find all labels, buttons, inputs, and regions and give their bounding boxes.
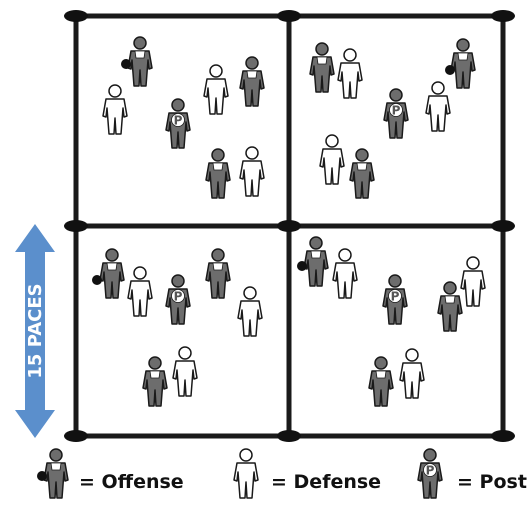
cone-markers <box>64 10 515 442</box>
cone-marker <box>491 430 515 442</box>
defense-player <box>240 147 264 196</box>
defense-player <box>338 49 362 98</box>
ball-icon <box>445 65 455 75</box>
offense-player <box>304 237 328 286</box>
double-arrow-icon <box>15 224 55 438</box>
legend-defense-label: = Defense <box>271 471 381 493</box>
defense-player <box>103 85 127 134</box>
cone-marker <box>277 220 301 232</box>
ball-icon <box>37 471 47 481</box>
defense-player <box>320 135 344 184</box>
offense-player <box>350 149 374 198</box>
legend-offense-label: = Offense <box>79 471 184 493</box>
defense-player <box>400 349 424 398</box>
defense-player <box>426 82 450 131</box>
defense-legend-icon <box>234 449 258 498</box>
cone-marker <box>491 220 515 232</box>
legend-post-label: = Post <box>457 471 527 493</box>
offense-player <box>438 282 462 331</box>
scale-label: 15 PACES <box>25 283 46 378</box>
offense-player <box>100 249 124 298</box>
offense-player <box>206 149 230 198</box>
offense-player <box>143 357 167 406</box>
defense-player <box>461 257 485 306</box>
square-bottom-left <box>92 249 262 406</box>
defense-player <box>128 267 152 316</box>
offense-player <box>310 43 334 92</box>
post-legend-icon <box>418 449 442 498</box>
legend: = Offense = Defense = Post <box>37 449 527 498</box>
defense-player <box>204 65 228 114</box>
offense-player <box>206 249 230 298</box>
scale-arrow: 15 PACES <box>15 224 55 438</box>
defense-player <box>333 249 357 298</box>
cone-marker <box>277 10 301 22</box>
post-player <box>166 99 190 148</box>
cone-marker <box>491 10 515 22</box>
defense-player <box>173 347 197 396</box>
offense-player <box>451 39 475 88</box>
cone-marker <box>277 430 301 442</box>
offense-player <box>128 37 152 86</box>
post-player <box>383 275 407 324</box>
defense-player <box>238 287 262 336</box>
cone-marker <box>64 10 88 22</box>
offense-player <box>369 357 393 406</box>
grid <box>64 10 515 442</box>
ball-icon <box>92 275 102 285</box>
square-bottom-right <box>297 237 485 406</box>
cone-marker <box>64 220 88 232</box>
cone-marker <box>64 430 88 442</box>
square-top-right <box>310 39 475 198</box>
square-top-left <box>103 37 264 198</box>
ball-icon <box>121 59 131 69</box>
offense-legend-icon <box>44 449 68 498</box>
post-player <box>384 89 408 138</box>
ball-icon <box>297 261 307 271</box>
post-player <box>166 275 190 324</box>
offense-player <box>240 57 264 106</box>
